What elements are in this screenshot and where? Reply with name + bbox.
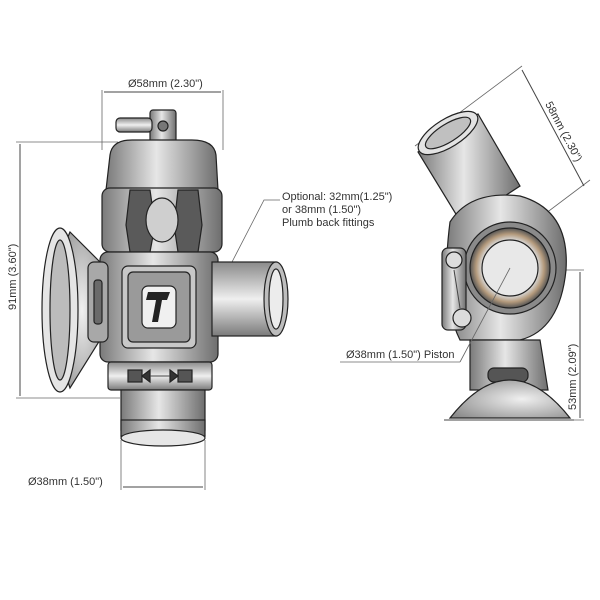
right-height-label: 53mm (2.09") — [567, 344, 579, 410]
top-width-label: Ø58mm (2.30") — [128, 78, 203, 90]
fittings-leader: Optional: 32mm(1.25") or 38mm (1.50") Pl… — [231, 191, 392, 263]
bottom-width-dimension: Ø38mm (1.50") — [28, 440, 206, 490]
left-height-dimension: 91mm (3.60") — [7, 141, 120, 399]
valve-cap — [101, 139, 223, 253]
valve-housing — [99, 251, 219, 363]
side-view: 58mm (2.30") 53mm (2.09") — [340, 65, 591, 421]
turbosmart-logo-icon — [141, 285, 177, 329]
side-base — [444, 339, 574, 421]
piston-leader: Ø38mm (1.50") Piston — [340, 267, 511, 363]
base-clamp — [107, 361, 213, 391]
bottom-pipe — [120, 389, 206, 447]
fittings-label-line2: or 38mm (1.50") — [282, 204, 361, 216]
fittings-label-line3: Plumb back fittings — [282, 217, 375, 229]
bottom-width-label: Ø38mm (1.50") — [28, 476, 103, 488]
flared-inlet — [41, 227, 109, 393]
front-view: Ø58mm (2.30") 91mm (3.60") Ø38mm (1.50")… — [7, 78, 392, 490]
top-width-dimension: Ø58mm (2.30") — [101, 78, 224, 150]
clamp-bolts — [441, 247, 472, 331]
vacuum-port — [115, 109, 177, 147]
outlet-pipe — [211, 261, 289, 337]
fittings-label-line1: Optional: 32mm(1.25") — [282, 191, 392, 203]
left-height-label: 91mm (3.60") — [7, 244, 19, 310]
piston-label: Ø38mm (1.50") Piston — [346, 349, 454, 361]
diagonal-width-label: 58mm (2.30") — [542, 100, 584, 164]
